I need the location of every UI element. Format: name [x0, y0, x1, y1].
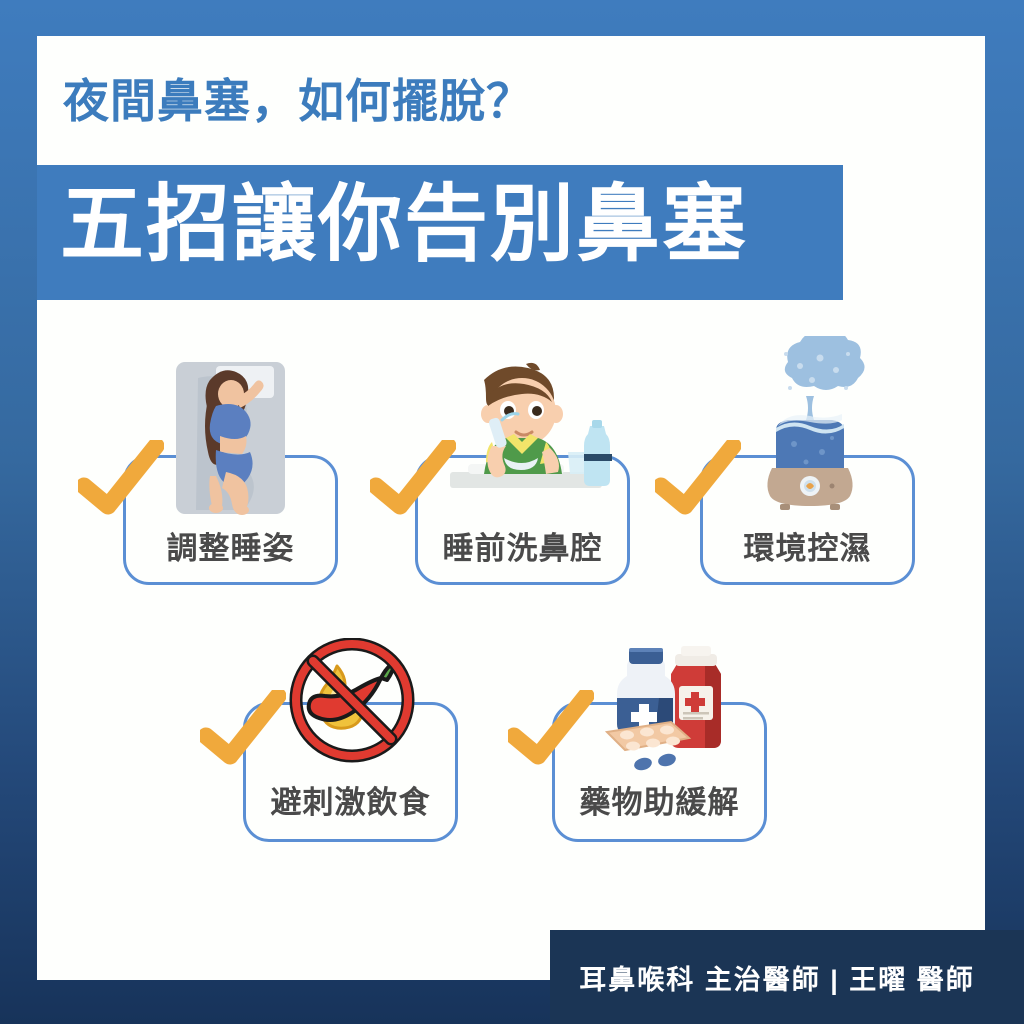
poster-subtitle: 夜間鼻塞，如何擺脫？: [63, 75, 533, 127]
doctor-credit: 耳鼻喉科 主治醫師 | 王曜 醫師: [579, 964, 975, 995]
card-label-2: 睡前洗鼻腔: [442, 531, 603, 566]
title-banner: [37, 165, 843, 300]
check-mark-icon-3: [655, 440, 741, 515]
nasal-irrigation-icon: [450, 362, 612, 488]
card-label-4: 避刺激飲食: [270, 785, 431, 820]
check-mark-icon-5: [508, 690, 594, 765]
check-mark-icon-4: [200, 690, 286, 765]
poster-title: 五招讓你告別鼻塞: [60, 177, 749, 271]
card-label-1: 調整睡姿: [166, 531, 295, 566]
footer-bar: 耳鼻喉科 主治醫師 | 王曜 醫師: [550, 930, 1024, 1024]
humidifier-icon: [767, 336, 865, 510]
card-label-3: 環境控濕: [743, 531, 872, 566]
no-spicy-food-icon: [289, 638, 415, 763]
sleeping-posture-icon: [176, 362, 285, 515]
medication-icon: [604, 646, 721, 771]
card-label-5: 藥物助緩解: [579, 785, 740, 820]
check-mark-icon-1: [78, 440, 164, 515]
check-mark-icon-2: [370, 440, 456, 515]
